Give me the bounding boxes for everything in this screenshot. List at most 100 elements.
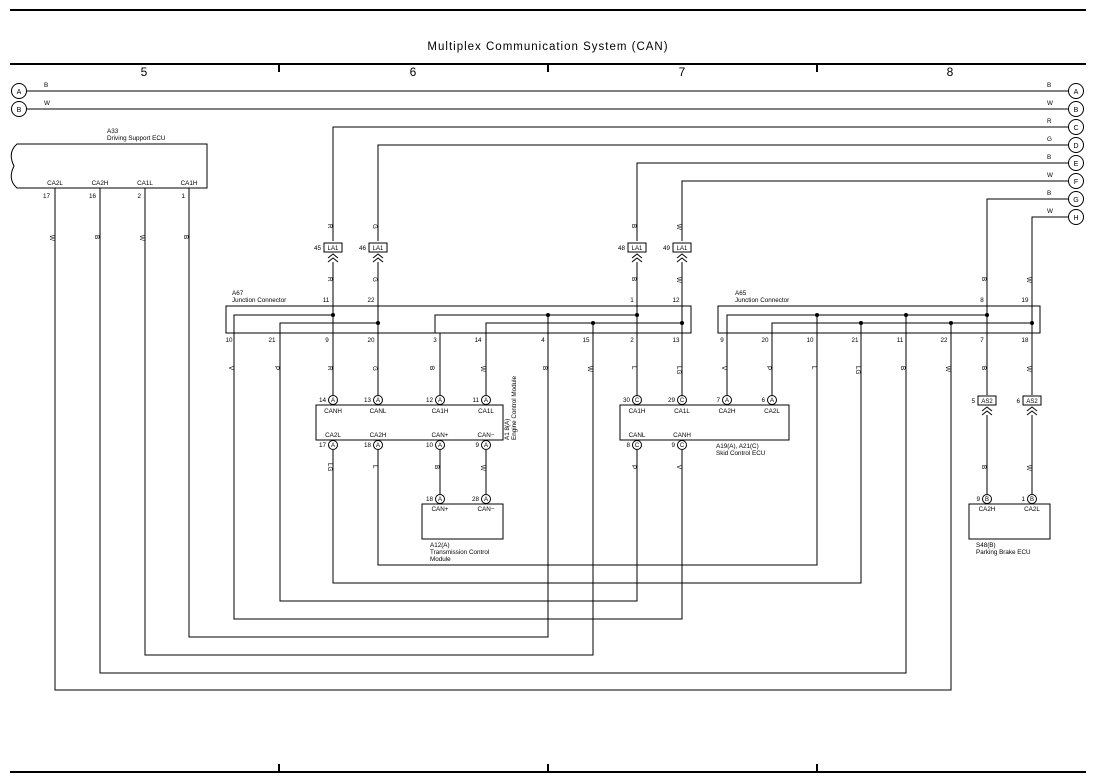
pin-number: 2 bbox=[137, 193, 141, 200]
connector-point-a-left: A bbox=[11, 83, 27, 99]
component-name: Junction Connector bbox=[735, 297, 789, 304]
skid-pin-marker: C bbox=[677, 395, 687, 405]
pin-number: 9 bbox=[671, 442, 675, 449]
pin-number: 21 bbox=[851, 337, 859, 344]
svg-text:C: C bbox=[635, 443, 640, 449]
connector-point-d: D bbox=[1068, 137, 1084, 153]
junction-connector-a67 bbox=[225, 305, 692, 334]
pin-number: 1 bbox=[181, 193, 185, 200]
pin-number: 3 bbox=[433, 337, 437, 344]
pin-signal: CA2L bbox=[47, 180, 63, 187]
component-code: A12(A) bbox=[430, 542, 450, 549]
ecm-pin-marker: A bbox=[373, 440, 383, 450]
pin-signal: CA2H bbox=[719, 408, 736, 415]
wire-color-label: W bbox=[1025, 277, 1032, 283]
pin-number: 13 bbox=[364, 397, 372, 404]
pin-number: 22 bbox=[367, 297, 375, 304]
component-name: Junction Connector bbox=[232, 297, 286, 304]
bus-line-c bbox=[332, 126, 1068, 241]
pin-number: 8 bbox=[980, 297, 984, 304]
wire-color-label: W bbox=[138, 235, 145, 241]
skid-pin-marker: C bbox=[632, 395, 642, 405]
svg-text:H: H bbox=[1073, 215, 1078, 222]
pin-number: 18 bbox=[1021, 337, 1029, 344]
svg-text:A: A bbox=[331, 398, 335, 404]
wire-color-label: LG bbox=[675, 366, 682, 375]
svg-text:45: 45 bbox=[314, 245, 322, 252]
diagram-title: Multiplex Communication System (CAN) bbox=[427, 41, 668, 53]
wire-color-label: G bbox=[1047, 136, 1052, 143]
junction-connector-a65 bbox=[717, 305, 1041, 334]
pin-number: 12 bbox=[426, 397, 434, 404]
wire-a33-ca2l bbox=[54, 188, 952, 691]
wire-color-label: W bbox=[1047, 172, 1053, 179]
pin-number: 29 bbox=[668, 397, 676, 404]
pin-number: 18 bbox=[364, 442, 372, 449]
wire-color-label: W bbox=[586, 366, 593, 372]
skid-control-ecu bbox=[619, 404, 790, 441]
junction-dot bbox=[815, 313, 819, 317]
pin-signal: CA1H bbox=[181, 180, 198, 187]
junction-bus bbox=[233, 306, 379, 333]
pin-number: 20 bbox=[761, 337, 769, 344]
pin-number: 11 bbox=[323, 297, 330, 304]
pin-number: 7 bbox=[980, 337, 984, 344]
pin-signal: CAN+ bbox=[432, 432, 449, 439]
svg-text:LA1: LA1 bbox=[373, 246, 384, 252]
pin-signal: CA2H bbox=[92, 180, 109, 187]
junction-dot bbox=[904, 313, 908, 317]
transmission-control-module bbox=[421, 503, 504, 540]
wire-color-label: W bbox=[944, 366, 951, 372]
svg-text:AS2: AS2 bbox=[981, 399, 993, 405]
wire-color-label: R bbox=[326, 277, 333, 282]
pin-number: 9 bbox=[720, 337, 724, 344]
svg-text:A: A bbox=[438, 497, 442, 503]
junction-dot bbox=[859, 321, 863, 325]
component-name: Parking Brake ECU bbox=[976, 549, 1031, 556]
component-name: A1 8(A) bbox=[504, 419, 511, 440]
pin-number: 14 bbox=[474, 337, 482, 344]
wire-color-label: LG bbox=[326, 463, 333, 472]
pin-number: 11 bbox=[472, 397, 479, 404]
svg-text:LA1: LA1 bbox=[677, 246, 688, 252]
pin-number: 14 bbox=[319, 397, 327, 404]
connector-point-b: B bbox=[1068, 101, 1084, 117]
pin-number: 2 bbox=[630, 337, 634, 344]
pin-number: 9 bbox=[325, 337, 329, 344]
skid-pin-marker: C bbox=[632, 440, 642, 450]
parking-brake-ecu bbox=[968, 503, 1051, 540]
wire-color-label: G bbox=[371, 277, 378, 282]
pin-number: 11 bbox=[897, 337, 904, 344]
pin-signal: CA1L bbox=[137, 180, 153, 187]
wire-color-label: B bbox=[93, 235, 100, 239]
svg-text:E: E bbox=[1074, 161, 1079, 168]
pin-signal: CANH bbox=[324, 408, 342, 415]
svg-text:B: B bbox=[985, 497, 989, 503]
junction-dot bbox=[331, 313, 335, 317]
skid-pin-marker: A bbox=[767, 395, 777, 405]
pin-signal: CA1L bbox=[478, 408, 494, 415]
pin-signal: CA2H bbox=[979, 506, 996, 513]
svg-text:A: A bbox=[17, 89, 22, 96]
component-code: A19(A), A21(C) bbox=[716, 443, 759, 450]
svg-text:D: D bbox=[1073, 143, 1078, 150]
junction-dot bbox=[1030, 321, 1034, 325]
svg-text:B: B bbox=[1074, 107, 1079, 114]
wire-color-label: W bbox=[675, 277, 682, 283]
pin-signal: CA1H bbox=[629, 408, 646, 415]
pin-signal: CANH bbox=[673, 432, 691, 439]
pin-number: 10 bbox=[225, 337, 233, 344]
svg-text:B: B bbox=[1030, 497, 1034, 503]
pin-signal: CANL bbox=[629, 432, 646, 439]
wire-a67-10 bbox=[233, 333, 683, 620]
pin-number: 1 bbox=[630, 297, 634, 304]
svg-text:C: C bbox=[680, 443, 685, 449]
pin-number: 10 bbox=[426, 442, 434, 449]
wire-color-label: V bbox=[227, 366, 234, 371]
wire-color-label: L bbox=[630, 366, 637, 370]
ecm-pin-marker: A bbox=[481, 440, 491, 450]
la1-connector: LA1 46 bbox=[359, 242, 388, 263]
pin-number: 30 bbox=[623, 397, 631, 404]
tcm-pin-marker: A bbox=[481, 494, 491, 504]
wire-color-label: P bbox=[765, 366, 772, 370]
